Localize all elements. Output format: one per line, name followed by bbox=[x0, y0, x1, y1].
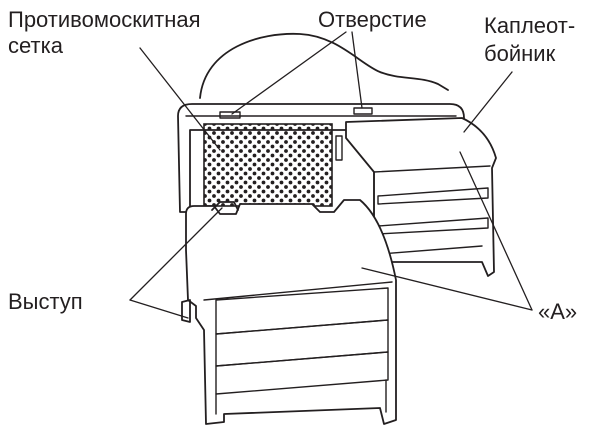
label-opening: Отверстие bbox=[318, 7, 427, 32]
leader-protrusion-side bbox=[129, 299, 189, 319]
label-mosquito-net-line1: Противомоскитная bbox=[8, 7, 201, 32]
protrusion-top bbox=[211, 201, 239, 211]
front-drip-guard-bottom bbox=[215, 379, 387, 415]
leader-opening-left bbox=[231, 31, 347, 115]
leader-a-back bbox=[459, 151, 533, 311]
label-part-a: «А» bbox=[538, 299, 578, 324]
label-drip-guard-line2: бойник bbox=[484, 41, 556, 66]
label-mosquito-net-line2: сетка bbox=[8, 33, 63, 58]
front-drip-guard-top-edge bbox=[203, 281, 393, 301]
label-drip-guard-line1: Каплеот- bbox=[484, 13, 576, 38]
leader-a-front bbox=[361, 267, 533, 311]
frame-opening-left bbox=[219, 111, 241, 119]
frame-opening-right bbox=[353, 107, 373, 115]
back-drip-guard-shelf-3 bbox=[379, 245, 483, 255]
front-drip-guard-shelf-3 bbox=[215, 351, 389, 395]
leader-drip-guard bbox=[463, 71, 513, 133]
frame-latch bbox=[335, 135, 343, 161]
back-drip-guard-shelf-1 bbox=[377, 187, 489, 205]
unit-housing-back bbox=[199, 32, 449, 99]
mosquito-net bbox=[203, 123, 333, 207]
leader-protrusion-top bbox=[129, 207, 223, 301]
label-protrusion: Выступ bbox=[8, 289, 83, 314]
front-drip-guard bbox=[185, 199, 397, 425]
protrusion-side bbox=[181, 299, 191, 323]
leader-mosquito-net bbox=[139, 47, 221, 151]
leader-opening-right bbox=[351, 31, 363, 109]
